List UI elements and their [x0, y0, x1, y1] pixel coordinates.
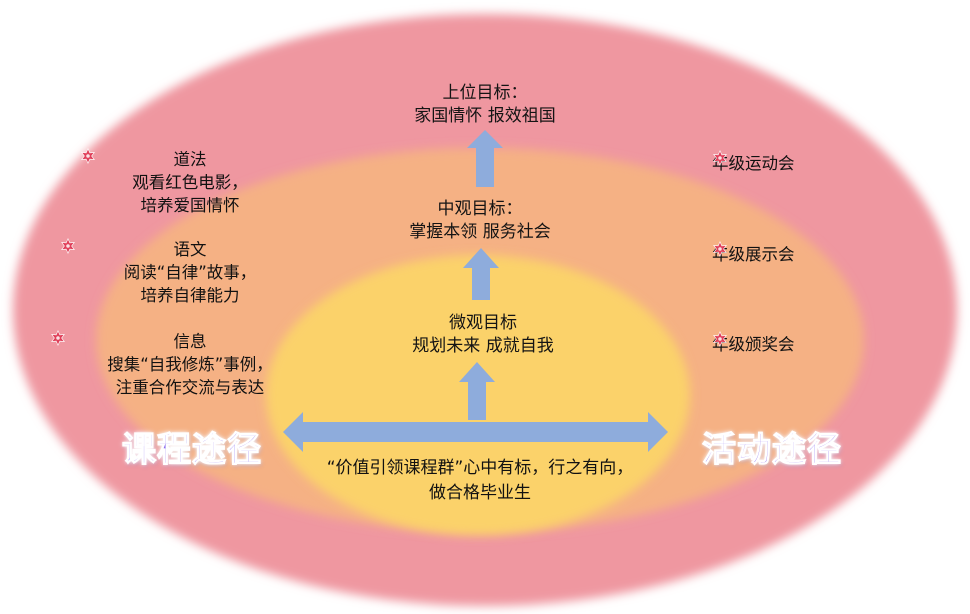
star-burst-icon — [712, 150, 728, 166]
course-path-title: 课程途径 — [121, 429, 262, 470]
course-subject: 道法 — [173, 150, 207, 169]
activity-item-showcase: 年级展示会 — [712, 241, 795, 265]
course-line2: 培养自律能力 — [140, 286, 240, 305]
course-subject: 信息 — [173, 332, 207, 351]
activity-path-title: 活动途径 — [701, 429, 842, 470]
course-item-xinxi: 信息 搜集“自我修炼”事例， 注重合作交流与表达 — [50, 330, 330, 399]
arrow-icon-up-middle — [463, 248, 499, 300]
middle-goal-title: 中观目标： — [437, 199, 523, 219]
micro-goal-body: 规划未来 成就自我 — [412, 336, 554, 356]
bottom-statement: “价值引领课程群”心中有标，行之有向， 做合格毕业生 — [290, 456, 670, 506]
star-burst-icon — [712, 241, 728, 257]
activity-item-sports: 年级运动会 — [712, 150, 795, 174]
course-item-daofa: 道法 观看红色电影， 培养爱国情怀 — [80, 148, 300, 217]
micro-goal-title: 微观目标 — [449, 313, 517, 333]
course-line2: 培养爱国情怀 — [140, 196, 240, 215]
activity-label: 年级运动会 — [712, 154, 795, 173]
activity-label: 年级展示会 — [712, 245, 795, 264]
upper-goal: 上位目标： 家国情怀 报效祖国 — [385, 82, 585, 128]
course-line2: 注重合作交流与表达 — [115, 378, 265, 397]
middle-goal-body: 掌握本领 服务社会 — [409, 222, 551, 242]
bottom-line1: “价值引领课程群”心中有标，行之有向， — [326, 458, 634, 478]
upper-goal-body: 家国情怀 报效祖国 — [414, 106, 556, 126]
arrow-icon-up-bottom — [459, 362, 495, 420]
course-subject: 语文 — [173, 240, 207, 259]
course-line1: 搜集“自我修炼”事例， — [107, 355, 273, 374]
upper-goal-title: 上位目标： — [442, 83, 528, 103]
star-burst-icon — [712, 331, 728, 347]
arrow-icon-up-top — [467, 130, 503, 187]
arrow-icon-horizontal — [283, 412, 668, 452]
course-line1: 阅读“自律”故事， — [123, 263, 257, 282]
star-burst-icon — [50, 330, 66, 346]
micro-goal: 微观目标 规划未来 成就自我 — [383, 312, 583, 358]
bottom-line2: 做合格毕业生 — [429, 483, 531, 503]
course-line1: 观看红色电影， — [132, 173, 248, 192]
activity-label: 年级颁奖会 — [712, 335, 795, 354]
star-burst-icon — [80, 148, 96, 164]
star-burst-icon — [60, 238, 76, 254]
course-item-yuwen: 语文 阅读“自律”故事， 培养自律能力 — [60, 238, 320, 307]
activity-item-awards: 年级颁奖会 — [712, 331, 795, 355]
middle-goal: 中观目标： 掌握本领 服务社会 — [380, 198, 580, 244]
